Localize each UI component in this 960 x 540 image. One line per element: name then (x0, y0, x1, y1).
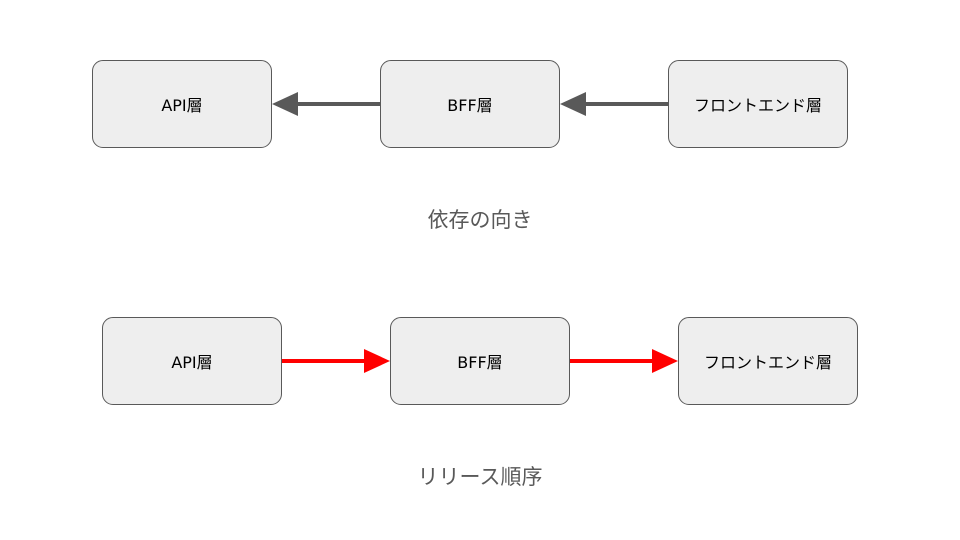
dependency-bff-layer-label: BFF層 (447, 96, 493, 115)
dependency-caption: 依存の向き (427, 208, 533, 232)
release-caption: リリース順序 (417, 465, 543, 489)
dependency-frontend-layer-box: フロントエンド層 (668, 60, 848, 148)
release-frontend-layer-box: フロントエンド層 (678, 317, 858, 405)
dependency-arrowhead-api (272, 92, 298, 116)
dependency-frontend-layer-label: フロントエンド層 (693, 96, 822, 115)
release-api-layer-box: API層 (102, 317, 282, 405)
dependency-api-layer-label: API層 (161, 96, 203, 115)
release-arrowhead-bff (364, 349, 390, 373)
release-frontend-layer-label: フロントエンド層 (703, 353, 832, 372)
dependency-bff-layer-box: BFF層 (380, 60, 560, 148)
release-bff-layer-label: BFF層 (457, 353, 503, 372)
dependency-api-layer-box: API層 (92, 60, 272, 148)
dependency-arrowhead-bff (560, 92, 586, 116)
release-api-layer-label: API層 (171, 353, 213, 372)
release-bff-layer-box: BFF層 (390, 317, 570, 405)
release-arrowhead-frontend (652, 349, 678, 373)
